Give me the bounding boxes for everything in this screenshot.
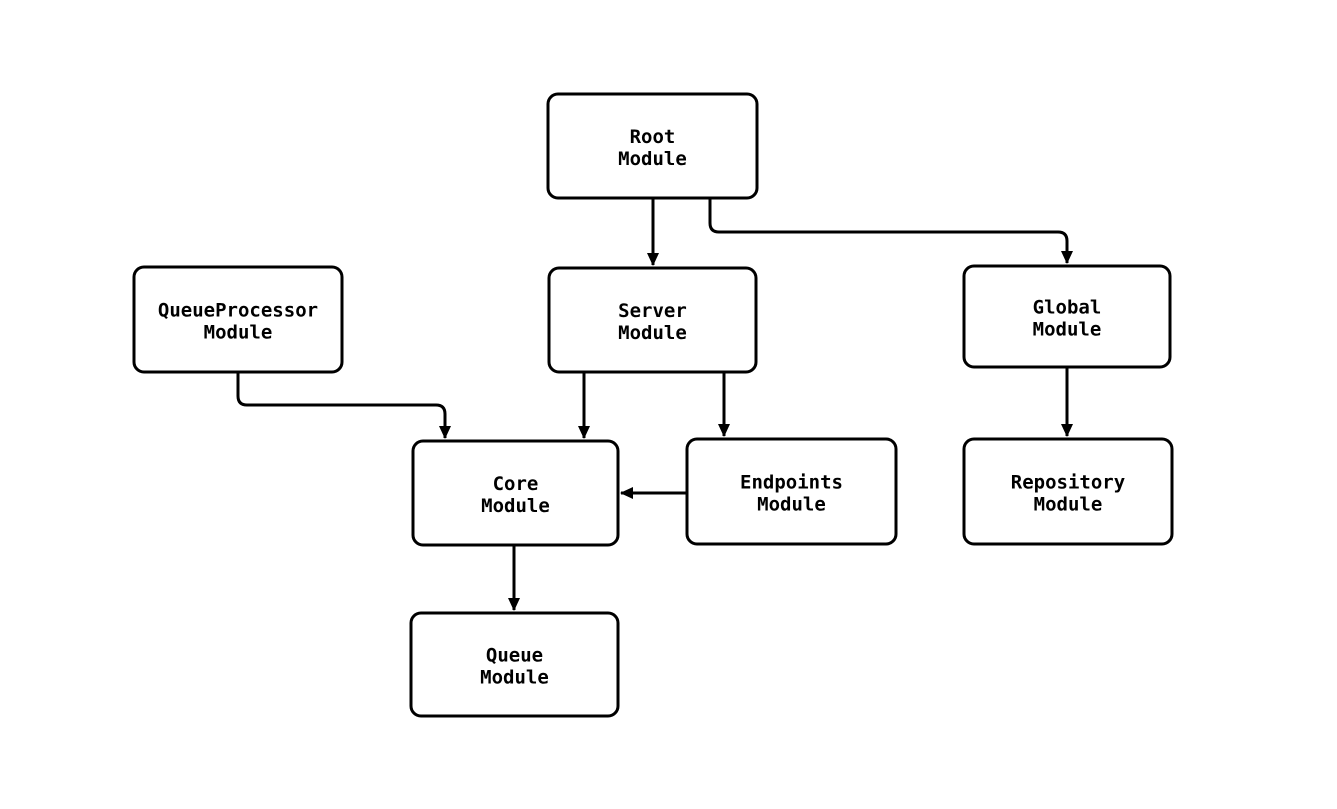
edge-queueprocessor-to-core [236,372,451,439]
node-box-global [962,264,1172,369]
node-box-queue [409,611,620,718]
node-box-root [546,92,759,200]
node-box-server [547,266,758,374]
node-box-endpoints [685,437,898,546]
node-box-core [411,439,620,547]
node-box-repository [962,437,1174,546]
edge-root-to-global [708,198,1073,264]
edges-layer [236,198,1073,611]
node-box-queueprocessor [132,265,344,374]
